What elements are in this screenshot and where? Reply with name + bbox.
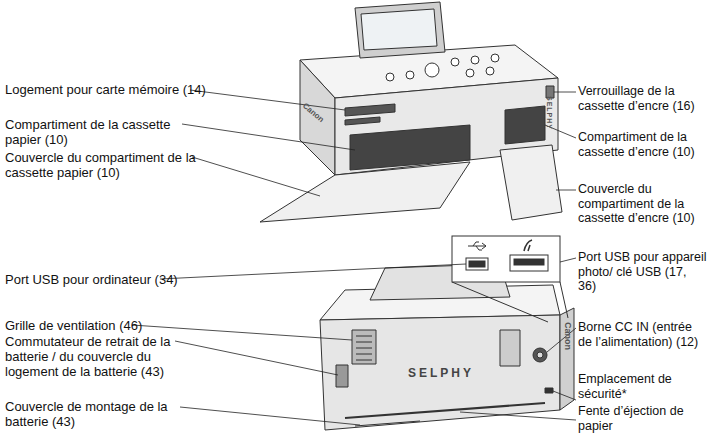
printer-front-view [260,2,562,222]
card-slot [345,104,395,116]
dc-in-pin [537,352,543,358]
button [486,67,494,75]
leader-line [460,412,576,420]
ink-compartment [505,106,545,144]
battery-cover-edge [355,421,420,426]
callout-label: Couvercle du compartiment de la cassette… [578,182,707,226]
leader-line [182,124,355,150]
side-face [300,60,335,175]
paper-cover [260,162,470,222]
brand-logo: Canon [301,102,325,124]
callout-label: Fente d’éjection de papier [578,404,707,433]
callout-label: Couvercle de montage de la batterie (43) [5,399,205,429]
callout-label: Couvercle du compartiment de la cassette… [5,150,210,180]
leader-line [180,407,360,425]
back-face [320,315,560,430]
button [491,54,499,62]
leader-line [190,90,345,110]
leader-line [175,341,338,375]
leader-line [554,92,576,93]
inset-line [452,282,548,322]
lcd-screen [361,9,437,50]
lcd-panel [355,2,445,58]
button [406,71,414,79]
grille-slat [356,336,372,337]
vent-grille [352,330,376,364]
callout-label: Grille de ventilation (46) [5,318,205,333]
card-slot [345,117,380,125]
callout-label: Emplacement de sécurité* [578,372,707,401]
inset-box [452,236,560,282]
grille-slat [356,354,372,355]
camera-link-symbol [524,240,532,251]
brand-logo: Canon [563,322,572,350]
callout-label: Commutateur de retrait de la batterie / … [5,334,205,379]
callout-label: Borne CC IN (entrée de l’alimentation) (… [578,320,707,349]
product-logo: SELPHY [408,367,474,379]
button [471,56,479,64]
leader-line [556,190,576,191]
battery-switch [336,365,348,387]
button [386,73,394,81]
callout-label: Port USB pour ordinateur (34) [5,272,205,287]
printer-back-view [320,264,574,430]
button [466,69,474,77]
leader-lines [132,90,576,425]
port-inset [452,236,568,322]
callout-label: Logement pour carte mémoire (14) [5,82,210,97]
usb-a-socket [514,259,544,265]
callout-label: Compartiment de la cassette papier (10) [5,117,205,147]
leader-line [160,264,466,279]
callout-label: Compartiment de la cassette d’encre (10) [578,130,707,159]
usb-a-port [510,255,548,271]
leader-line [553,391,576,400]
leader-line [560,258,576,262]
dc-in-port [533,348,547,362]
usb-mini-socket [469,261,485,267]
grille-slat [356,342,372,343]
button [451,58,459,66]
ink-cover [500,145,562,220]
usb-symbol [468,242,486,250]
inset-line [560,282,568,318]
callout-label: Port USB pour appareil photo/ clé USB (1… [578,250,707,294]
leader-line [192,157,320,196]
panel [500,330,520,366]
usb-mini-port [466,258,488,270]
control-pad [425,63,439,77]
grille-slat [356,360,372,361]
product-logo: SELPHY [546,96,553,130]
callout-label: Verrouillage de la cassette d’encre (16) [578,84,707,113]
grille-slat [356,348,372,349]
security-slot [545,388,553,393]
